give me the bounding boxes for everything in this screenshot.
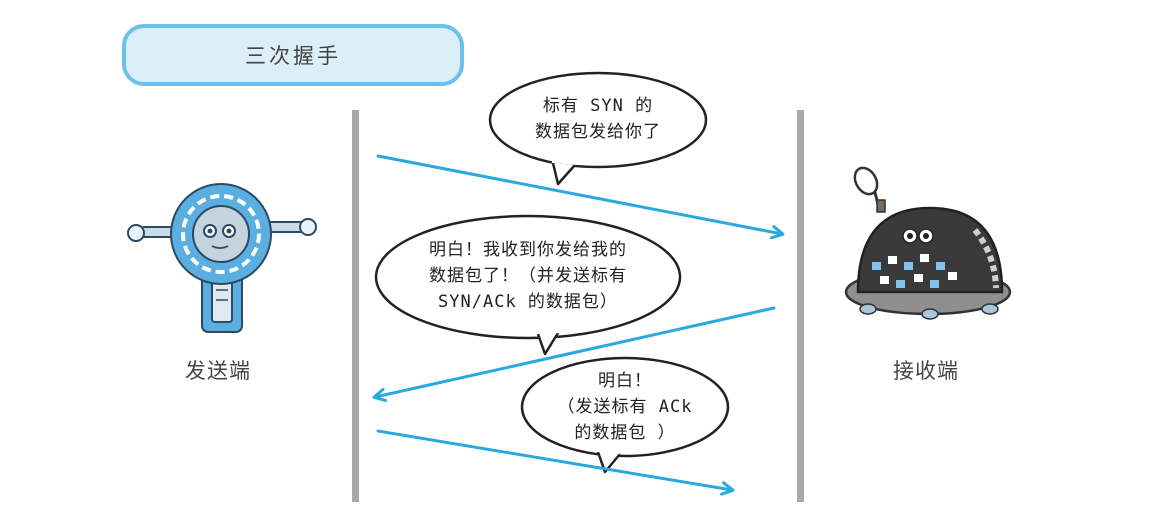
sender-timeline (352, 110, 359, 502)
receiver-robot-icon (844, 166, 1012, 320)
message-line: 数据包了！（并发送标有 (429, 266, 627, 286)
message-line: 的数据包 ） (574, 423, 676, 443)
message-line: 明白！ (598, 371, 652, 391)
title-text: 三次握手 (245, 44, 341, 68)
ack-arrow (376, 429, 732, 490)
syn-ack-arrow (375, 306, 776, 397)
message-ack: 明白！ （发送标有 ACk 的数据包 ） (522, 368, 728, 446)
message-line: 标有 SYN 的 (542, 96, 654, 116)
sender-label: 发送端 (185, 359, 251, 383)
speech-bubble-syn (488, 71, 708, 186)
message-line: 明白！我收到你发给我的 (429, 240, 627, 260)
message-line: 数据包发给你了 (535, 122, 661, 142)
receiver-timeline (797, 110, 804, 502)
speech-bubble-syn-ack (374, 214, 682, 356)
message-syn: 标有 SYN 的 数据包发给你了 (490, 93, 706, 145)
message-line: SYN/ACk 的数据包） (438, 292, 618, 312)
message-line: （发送标有 ACk (557, 397, 693, 417)
speech-bubble-ack (520, 356, 730, 474)
title-banner: 三次握手 (122, 24, 464, 86)
receiver-label: 接收端 (893, 359, 959, 383)
sender-robot-icon (127, 183, 317, 333)
syn-arrow (376, 154, 782, 234)
message-syn-ack: 明白！我收到你发给我的 数据包了！（并发送标有 SYN/ACk 的数据包） (378, 237, 678, 315)
